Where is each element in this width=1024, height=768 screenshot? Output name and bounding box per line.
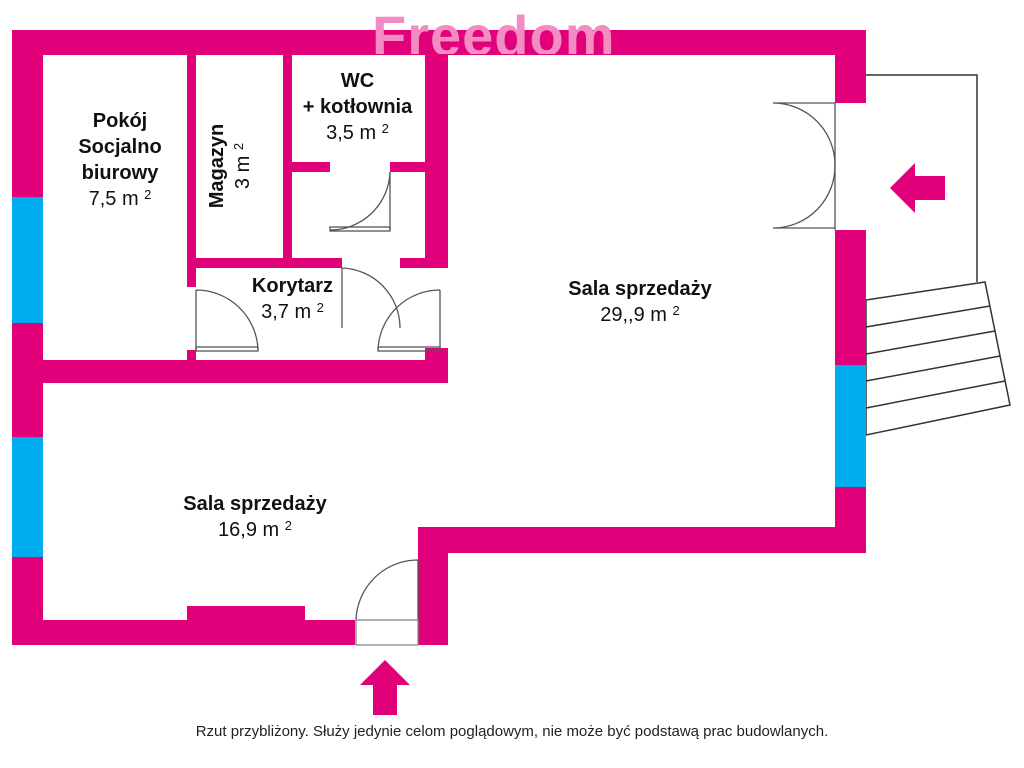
room-sala-sprzedazy-small: Sala sprzedaży 16,9 m 2	[183, 493, 327, 541]
room-magazyn: Magazyn 3 m 2	[206, 123, 254, 209]
entrance-arrows	[360, 163, 945, 715]
stairs	[865, 74, 1011, 436]
disclaimer-note: Rzut przybliżony. Służy jedynie celom po…	[195, 723, 829, 740]
entrance-arrow-bottom-icon	[360, 660, 410, 715]
windows	[12, 197, 866, 557]
room-wc: WC+ kotłownia 3,5 m 2	[302, 70, 413, 144]
room-sala-sprzedazy-large: Sala sprzedaży 29,,9 m 2	[568, 278, 712, 326]
doors	[195, 102, 836, 646]
watermark-logo: Freedom	[372, 8, 616, 54]
entrance-arrow-right-icon	[890, 163, 945, 213]
room-korytarz: Korytarz 3,7 m 2	[251, 275, 334, 323]
